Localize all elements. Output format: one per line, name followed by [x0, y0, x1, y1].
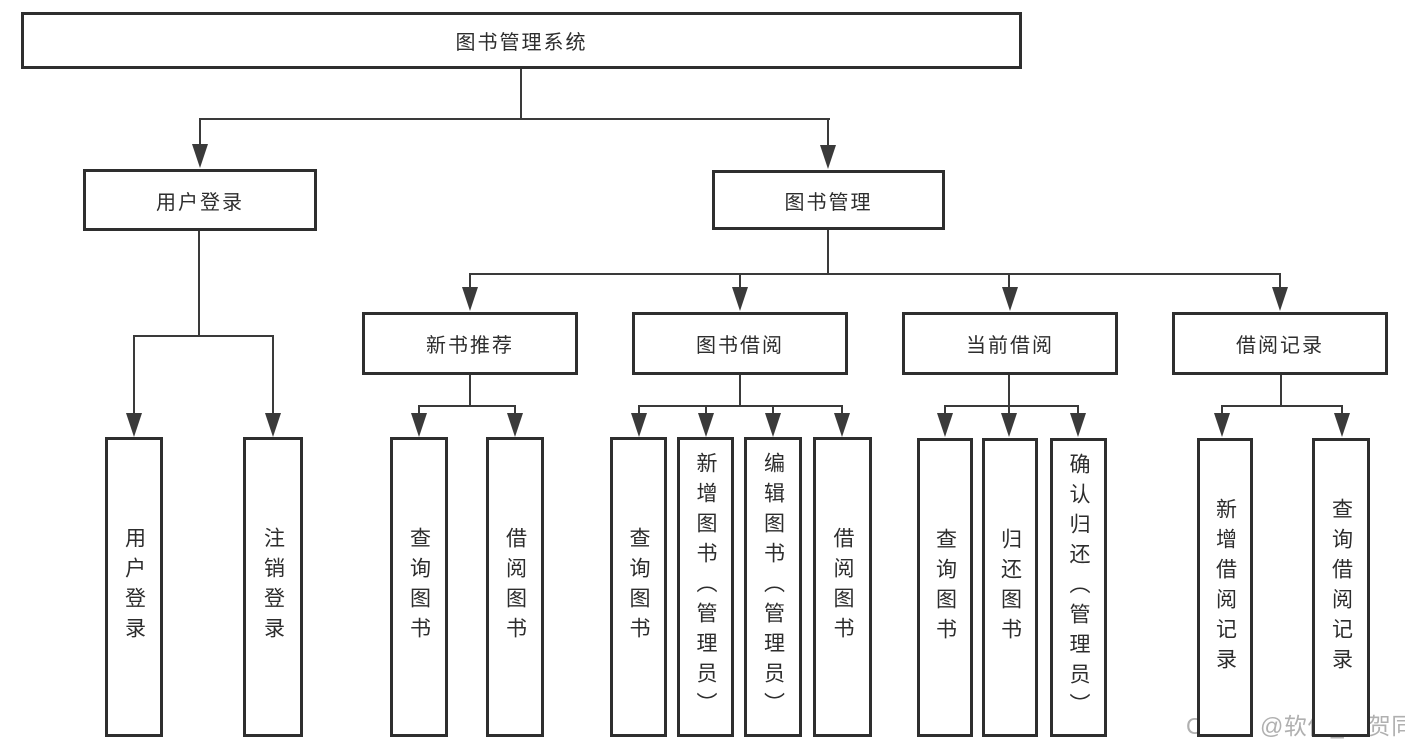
arrow-down-icon	[820, 145, 836, 169]
connector-line	[944, 405, 1079, 407]
connector-line	[827, 118, 829, 152]
arrow-down-icon	[265, 413, 281, 437]
node-label: 借阅图书	[503, 527, 527, 647]
node-leaf-return-books: 归还图书	[982, 438, 1038, 737]
node-leaf-search-books-2: 查询图书	[610, 437, 667, 737]
node-leaf-confirm-return-admin: 确认归还（管理员）	[1050, 438, 1107, 737]
connector-line	[638, 405, 843, 407]
node-label: 编辑图书（管理员）	[761, 452, 785, 722]
arrow-down-icon	[1272, 287, 1288, 311]
arrow-down-icon	[1334, 413, 1350, 437]
node-leaf-search-borrow-record: 查询借阅记录	[1312, 438, 1370, 737]
node-leaf-add-borrow-record: 新增借阅记录	[1197, 438, 1253, 737]
arrow-down-icon	[698, 413, 714, 437]
connector-line	[418, 405, 420, 419]
connector-line	[944, 405, 946, 419]
connector-line	[198, 231, 200, 337]
node-leaf-add-books-admin: 新增图书（管理员）	[677, 437, 734, 737]
node-leaf-borrow-books-2: 借阅图书	[813, 437, 872, 737]
connector-line	[1008, 375, 1010, 406]
node-leaf-edit-books-admin: 编辑图书（管理员）	[744, 437, 802, 737]
arrow-down-icon	[1002, 287, 1018, 311]
connector-line	[827, 230, 829, 275]
connector-line	[705, 405, 707, 419]
connector-line	[514, 405, 516, 419]
connector-line	[1077, 405, 1079, 419]
node-leaf-logout: 注销登录	[243, 437, 303, 737]
arrow-down-icon	[937, 413, 953, 437]
node-leaf-search-books-3: 查询图书	[917, 438, 973, 737]
connector-line	[1280, 375, 1282, 406]
arrow-down-icon	[507, 413, 523, 437]
connector-line	[133, 335, 274, 337]
node-label: 借阅图书	[831, 527, 854, 647]
node-label: 当前借阅	[966, 335, 1054, 357]
node-leaf-search-books-1: 查询图书	[390, 437, 448, 737]
node-label: 借阅记录	[1236, 335, 1324, 357]
node-label: 用户登录	[156, 191, 244, 214]
node-label: 确认归还（管理员）	[1067, 452, 1090, 723]
connector-line	[638, 405, 640, 419]
connector-line	[772, 405, 774, 419]
node-label: 查询图书	[933, 527, 957, 648]
connector-line	[1221, 405, 1223, 419]
node-book-management: 图书管理	[712, 170, 945, 230]
connector-line	[469, 375, 471, 406]
node-label: 查询借阅记录	[1329, 497, 1353, 678]
node-root: 图书管理系统	[21, 12, 1022, 69]
node-label: 新书推荐	[426, 335, 514, 357]
connector-line	[272, 335, 274, 417]
connector-line	[1008, 405, 1010, 419]
node-label: 图书借阅	[696, 335, 784, 357]
connector-line	[1221, 405, 1343, 407]
arrow-down-icon	[631, 413, 647, 437]
arrow-down-icon	[411, 413, 427, 437]
arrow-down-icon	[732, 287, 748, 311]
connector-line	[1008, 273, 1010, 291]
node-book-borrowing: 图书借阅	[632, 312, 848, 375]
arrow-down-icon	[1214, 413, 1230, 437]
connector-line	[1341, 405, 1343, 419]
node-label: 新增图书（管理员）	[694, 452, 717, 722]
arrow-down-icon	[1070, 413, 1086, 437]
node-borrowing-records: 借阅记录	[1172, 312, 1388, 375]
arrow-down-icon	[462, 287, 478, 311]
arrow-down-icon	[1001, 413, 1017, 437]
connector-line	[520, 69, 522, 119]
connector-line	[841, 405, 843, 419]
arrow-down-icon	[834, 413, 850, 437]
connector-line	[199, 118, 830, 120]
arrow-down-icon	[126, 413, 142, 437]
node-label: 图书管理	[784, 191, 873, 214]
connector-line	[1279, 273, 1281, 291]
node-leaf-borrow-books-1: 借阅图书	[486, 437, 544, 737]
connector-line	[418, 405, 516, 407]
node-leaf-user-login: 用户登录	[105, 437, 163, 737]
connector-line	[469, 273, 1281, 275]
node-label: 归还图书	[998, 527, 1022, 648]
node-label: 注销登录	[261, 527, 285, 647]
connector-line	[739, 375, 741, 406]
node-new-book-recommendation: 新书推荐	[362, 312, 578, 375]
node-label: 图书管理系统	[455, 32, 588, 54]
arrow-down-icon	[765, 413, 781, 437]
connector-line	[199, 118, 201, 152]
node-label: 查询图书	[627, 527, 650, 647]
node-label: 查询图书	[407, 527, 431, 647]
node-user-login: 用户登录	[83, 169, 317, 231]
node-current-borrowing: 当前借阅	[902, 312, 1118, 375]
connector-line	[739, 273, 741, 291]
connector-line	[133, 335, 135, 417]
node-label: 用户登录	[122, 527, 146, 647]
node-label: 新增借阅记录	[1213, 497, 1237, 678]
arrow-down-icon	[192, 144, 208, 168]
connector-line	[469, 273, 471, 291]
